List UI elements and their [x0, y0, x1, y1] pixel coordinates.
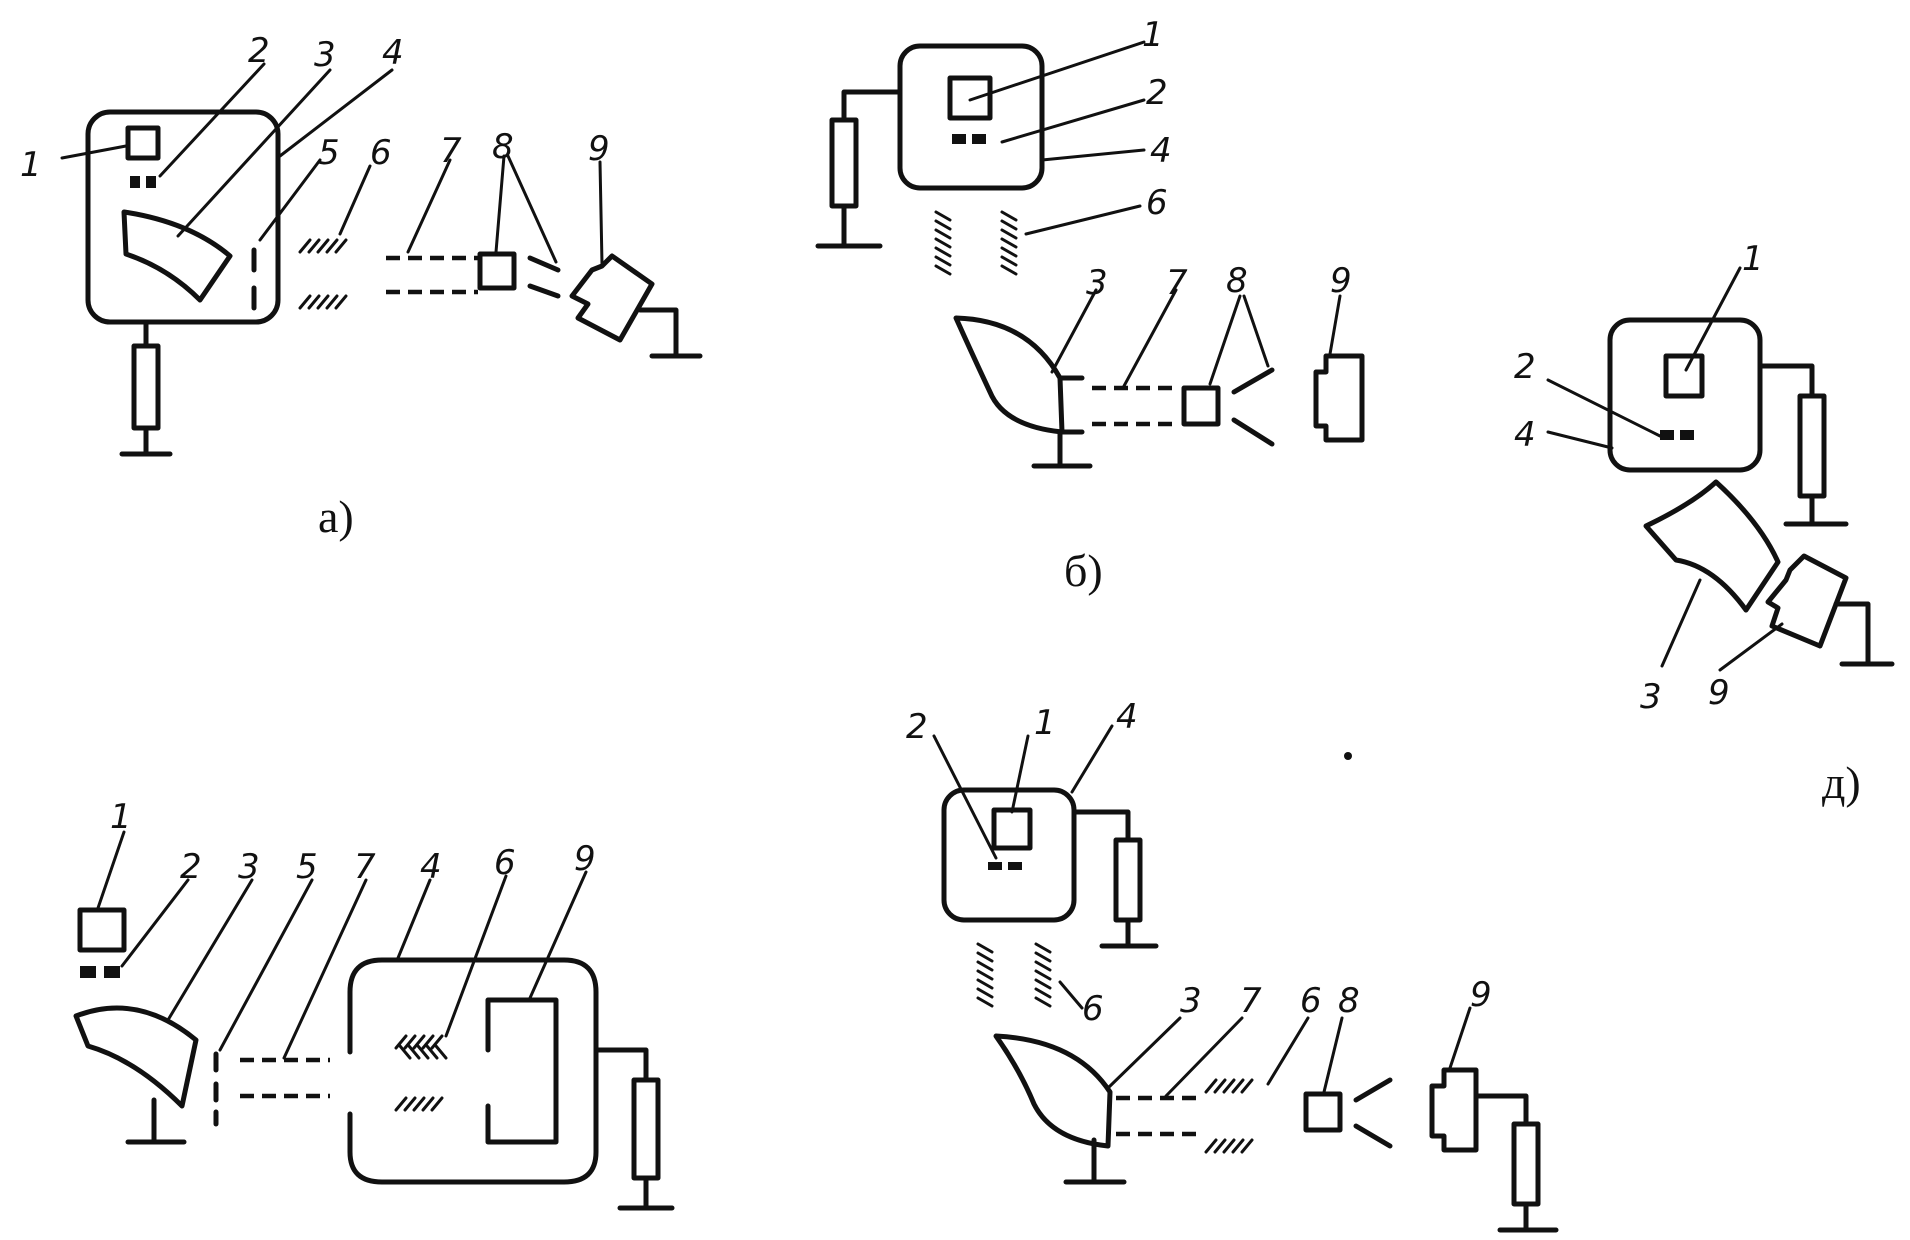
- label-d-2: 2: [906, 707, 928, 747]
- label-b-3: 3: [1086, 263, 1108, 303]
- diagram-d: 2 1 4 6 3 7 6 8 9: [906, 697, 1559, 1233]
- caption-b: б): [1064, 545, 1103, 596]
- tube-c: [77, 907, 127, 953]
- housing-b: [897, 43, 1045, 191]
- label-c-1: 1: [110, 797, 132, 837]
- tube-d: [991, 807, 1033, 851]
- label-e-9: 9: [1708, 673, 1730, 713]
- label-a-8: 8: [492, 127, 514, 167]
- label-c-4: 4: [420, 847, 442, 887]
- label-a-9: 9: [588, 129, 610, 169]
- tube-a: [125, 125, 161, 161]
- analyzer-c: [73, 1005, 199, 1109]
- label-d-1: 1: [1034, 703, 1056, 743]
- sample-d: [1303, 1091, 1343, 1133]
- label-a-2: 2: [248, 31, 270, 71]
- diagram-e: 1 2 4 3 9 д): [1514, 239, 1895, 808]
- label-a-3: 3: [314, 35, 336, 75]
- caption-e: д): [1822, 757, 1861, 808]
- sample-a: [477, 251, 517, 291]
- label-d-4: 4: [1116, 697, 1138, 737]
- label-c-3: 3: [238, 847, 260, 887]
- label-b-6: 6: [1146, 183, 1168, 223]
- tube-b: [947, 75, 993, 121]
- tube-e: [1663, 353, 1705, 399]
- label-a-5: 5: [318, 133, 340, 173]
- label-d-7: 7: [1240, 981, 1262, 1021]
- label-b-9: 9: [1330, 261, 1352, 301]
- label-d-8: 8: [1338, 981, 1360, 1021]
- label-c-6: 6: [494, 843, 516, 883]
- housing-e: [1607, 317, 1763, 473]
- housing-c: [347, 957, 599, 1185]
- label-a-7: 7: [440, 131, 462, 171]
- label-c-7: 7: [354, 847, 376, 887]
- analyzer-b: [953, 315, 1065, 435]
- label-d-3: 3: [1180, 981, 1202, 1021]
- label-c-5: 5: [296, 847, 318, 887]
- label-d-9: 9: [1470, 975, 1492, 1015]
- caption-a: а): [318, 491, 354, 542]
- detector-b: [1313, 353, 1365, 443]
- sample-b: [1181, 385, 1221, 427]
- analyzer-a: [121, 209, 233, 303]
- label-b-1: 1: [1142, 15, 1164, 55]
- detector-e: [1765, 553, 1849, 649]
- diagram-a: 1 2 3 4 5 6 7 8 9 а): [20, 31, 703, 542]
- label-c-2: 2: [180, 847, 202, 887]
- housing-d: [941, 787, 1077, 923]
- label-e-1: 1: [1742, 239, 1764, 279]
- detector-d: [1429, 1067, 1479, 1153]
- diagram-b: 1 2 4 6 3 7 8 9 б): [815, 15, 1365, 596]
- label-e-3: 3: [1640, 677, 1662, 717]
- housing-a: [85, 109, 281, 325]
- label-d-6b: 6: [1300, 981, 1322, 1021]
- label-c-9: 9: [574, 839, 596, 879]
- label-b-2: 2: [1146, 73, 1168, 113]
- label-d-6a: 6: [1082, 989, 1104, 1029]
- label-e-2: 2: [1514, 347, 1536, 387]
- diagram-c: 1 2 3 5 7 4 6 9: [73, 797, 675, 1211]
- speck: [1344, 752, 1352, 760]
- label-e-4: 4: [1514, 415, 1536, 455]
- label-b-7: 7: [1166, 263, 1188, 303]
- label-a-6: 6: [370, 133, 392, 173]
- label-b-4: 4: [1150, 131, 1172, 171]
- label-a-1: 1: [20, 145, 42, 185]
- label-a-4: 4: [382, 33, 404, 73]
- analyzer-d: [993, 1033, 1113, 1149]
- detector-a: [569, 253, 655, 343]
- detector-c: [485, 997, 559, 1145]
- label-b-8: 8: [1226, 261, 1248, 301]
- analyzer-e: [1643, 479, 1781, 613]
